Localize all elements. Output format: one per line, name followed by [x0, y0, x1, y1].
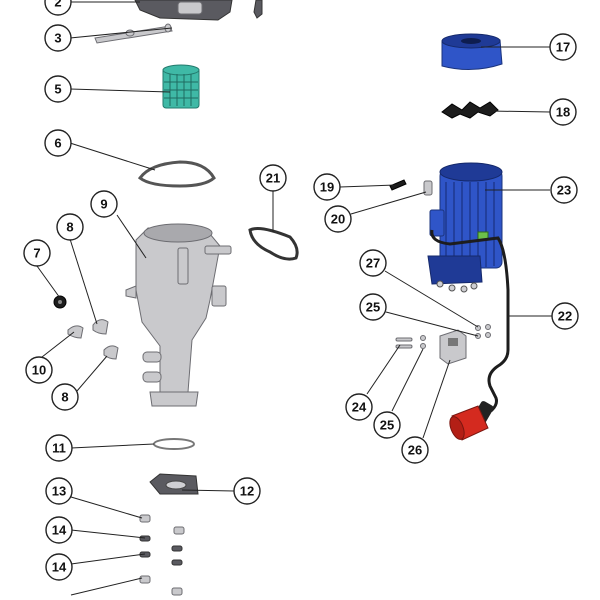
part-2-top-housing	[134, 0, 263, 21]
svg-text:20: 20	[331, 212, 345, 227]
callout-9: 9	[90, 190, 118, 218]
part-8-clamp-upper	[92, 319, 109, 335]
svg-text:6: 6	[54, 136, 61, 151]
svg-text:7: 7	[33, 246, 40, 261]
part-13-14-nuts-and-screws	[139, 514, 185, 596]
part-12-flange	[149, 473, 199, 495]
svg-text:24: 24	[352, 400, 367, 415]
callout-2: 2	[44, 0, 72, 16]
part-22-cable-plug	[430, 229, 510, 441]
svg-text:25: 25	[380, 418, 394, 433]
svg-text:3: 3	[54, 31, 61, 46]
svg-text:8: 8	[66, 220, 73, 235]
callout-6: 6	[44, 129, 72, 157]
callout-14-lower: 14	[45, 553, 73, 581]
callout-8-lower: 8	[51, 383, 79, 411]
part-20-terminal	[423, 180, 433, 196]
part-21-gasket	[248, 227, 299, 261]
svg-text:25: 25	[366, 300, 380, 315]
callout-26: 26	[401, 436, 429, 464]
part-17-fan-cover	[441, 33, 503, 70]
part-24-25-27-screws	[395, 324, 491, 349]
callout-5: 5	[44, 75, 72, 103]
callout-10: 10	[25, 356, 53, 384]
callout-8-upper: 8	[56, 213, 84, 241]
svg-text:23: 23	[557, 183, 571, 198]
part-3-shaft	[94, 23, 173, 44]
svg-text:8: 8	[61, 390, 68, 405]
svg-text:22: 22	[558, 309, 572, 324]
svg-text:9: 9	[100, 197, 107, 212]
callout-17: 17	[549, 33, 577, 61]
svg-text:26: 26	[408, 443, 422, 458]
svg-text:14: 14	[52, 523, 67, 538]
callout-11: 11	[45, 434, 73, 462]
part-26-switch-box	[439, 329, 467, 365]
callout-25-upper: 25	[359, 293, 387, 321]
callout-25-lower: 25	[373, 411, 401, 439]
callout-24: 24	[345, 393, 373, 421]
svg-text:2: 2	[54, 0, 61, 10]
callout-20: 20	[324, 205, 352, 233]
leader-lines	[36, 1, 552, 596]
svg-text:21: 21	[266, 171, 280, 186]
part-11-oring	[153, 438, 195, 450]
svg-text:27: 27	[366, 256, 380, 271]
callout-12: 12	[233, 477, 261, 505]
part-23-motor	[427, 162, 503, 293]
part-5-filter-cartridge	[162, 64, 200, 109]
svg-text:17: 17	[556, 40, 570, 55]
svg-text:18: 18	[556, 105, 570, 120]
callout-18: 18	[549, 98, 577, 126]
callout-23: 23	[550, 176, 578, 204]
callout-3: 3	[44, 24, 72, 52]
callout-27: 27	[359, 249, 387, 277]
svg-text:5: 5	[54, 82, 61, 97]
part-7-washer	[53, 295, 67, 309]
callout-7: 7	[23, 239, 51, 267]
svg-text:19: 19	[320, 180, 334, 195]
callout-21: 21	[259, 164, 287, 192]
callout-19: 19	[313, 173, 341, 201]
callout-22: 22	[551, 302, 579, 330]
part-9-hopper-body	[125, 223, 232, 407]
part-10-clamp	[67, 325, 84, 339]
part-19-key	[389, 179, 407, 191]
svg-text:14: 14	[52, 560, 67, 575]
svg-text:10: 10	[32, 363, 46, 378]
part-18-fan	[441, 101, 499, 119]
svg-text:11: 11	[52, 441, 66, 456]
svg-text:12: 12	[240, 484, 254, 499]
part-6-gasket	[137, 160, 216, 188]
svg-text:13: 13	[52, 484, 66, 499]
callout-13: 13	[45, 477, 73, 505]
callout-14-upper: 14	[45, 516, 73, 544]
